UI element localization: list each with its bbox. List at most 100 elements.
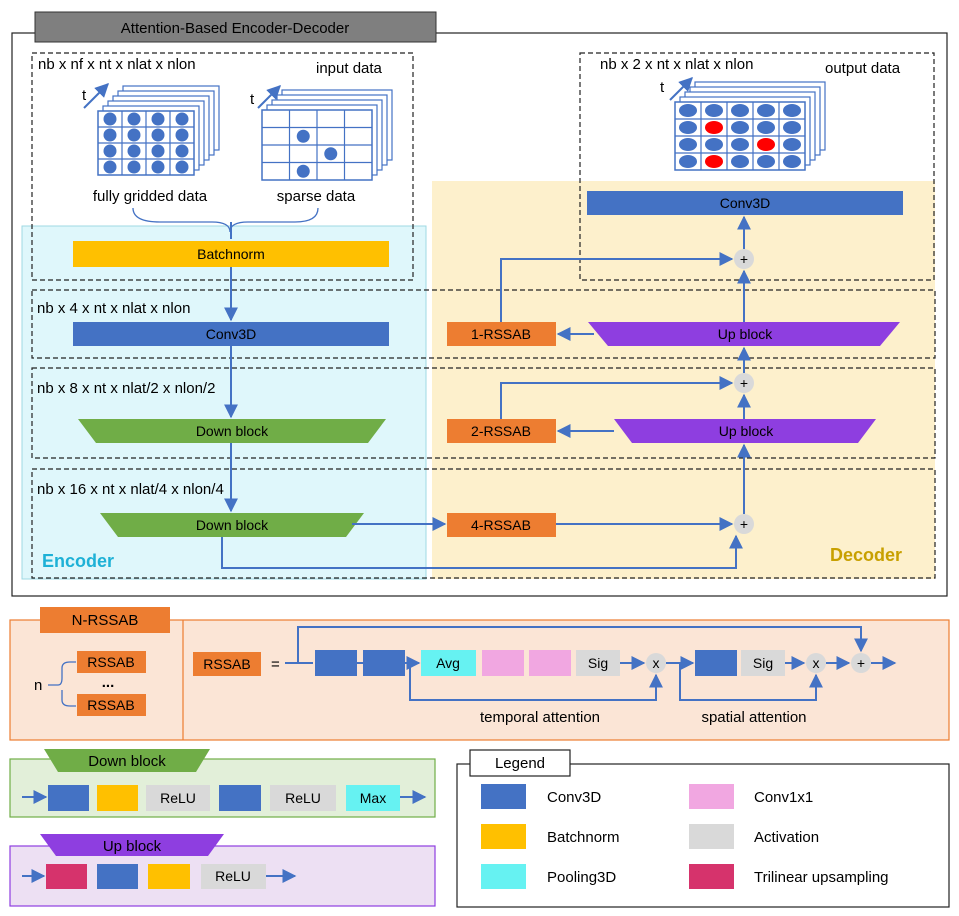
rssab-name: RSSAB <box>203 656 250 672</box>
nrssab-dots: ... <box>102 674 115 691</box>
grid-dot <box>127 144 141 158</box>
legend-label-3: Activation <box>754 829 819 846</box>
time-label-output: t <box>660 79 665 96</box>
grid-dot <box>103 160 117 174</box>
rssab-avg-label: Avg <box>436 655 460 671</box>
output-dot <box>731 155 749 168</box>
rssab-mult-2-label: x <box>813 655 820 671</box>
up-panel-relu-label: ReLU <box>215 868 251 884</box>
rssab-conv1x1-1 <box>482 650 524 676</box>
rssab2-block <box>447 419 556 443</box>
output-dot <box>731 138 749 151</box>
output-dot <box>757 121 775 134</box>
legend-label-0: Conv3D <box>547 789 601 806</box>
output-dot <box>679 155 697 168</box>
output-dot <box>731 104 749 117</box>
output-dot <box>783 155 801 168</box>
rssab4-label: 4-RSSAB <box>471 517 531 533</box>
legend-swatch-0 <box>481 784 526 809</box>
time-arrow-sparse <box>257 85 281 109</box>
grid-dot <box>175 144 189 158</box>
down-panel-batchnorm <box>97 785 138 811</box>
input-dims: nb x nf x nt x nlat x nlon <box>38 56 196 73</box>
decoder-label: Decoder <box>830 545 902 565</box>
down-block-2-label: Down block <box>196 517 269 533</box>
grid-dot <box>127 112 141 126</box>
encoder-label: Encoder <box>42 551 114 571</box>
plus-node-mid: + <box>734 373 754 393</box>
legend-label-4: Pooling3D <box>547 869 616 886</box>
up-panel-relu <box>201 864 266 889</box>
diagram-title: Attention-Based Encoder-Decoder <box>121 20 349 37</box>
down-block-2 <box>100 513 364 537</box>
output-data-box <box>579 52 935 281</box>
grid-dot <box>127 128 141 142</box>
encoder-conv3d-block <box>73 322 389 346</box>
time-arrow-output <box>669 77 693 101</box>
legend-swatch-4 <box>481 864 526 889</box>
rssab-avg-block <box>421 650 476 676</box>
output-red-dot <box>705 121 723 134</box>
plus-node-bottom: + <box>734 514 754 534</box>
down-panel-relu-1 <box>146 785 210 811</box>
rssab-plus <box>851 653 871 673</box>
rssab-mult-2 <box>806 653 826 673</box>
legend-swatch-3 <box>689 824 734 849</box>
down-panel-relu-2-label: ReLU <box>285 790 321 806</box>
output-red-dot <box>757 138 775 151</box>
output-dot <box>679 104 697 117</box>
grid-dot <box>103 128 117 142</box>
gridded-data-stack <box>97 85 220 176</box>
rssab-name-block <box>193 652 261 676</box>
output-label: output data <box>825 60 901 77</box>
nrssab-item-2 <box>77 694 146 716</box>
nrssab-title-block <box>40 607 170 633</box>
output-dot <box>757 104 775 117</box>
output-dot <box>679 138 697 151</box>
grid-dot <box>175 112 189 126</box>
gridded-label: fully gridded data <box>93 188 208 205</box>
sparse-dot <box>296 129 310 143</box>
up-block-panel-title: Up block <box>103 838 162 855</box>
legend-swatch-1 <box>689 784 734 809</box>
sparse-label: sparse data <box>277 188 356 205</box>
gridded-front-grid <box>97 110 195 176</box>
time-arrow-input <box>83 83 109 109</box>
grid-dot <box>151 144 165 158</box>
rssab-plus-label: + <box>857 655 865 671</box>
nrssab-brace <box>48 661 76 707</box>
down-panel-relu-1-label: ReLU <box>160 790 196 806</box>
down-panel-max-label: Max <box>360 790 386 806</box>
legend-label-5: Trilinear upsampling <box>754 869 889 886</box>
grid-dot <box>175 128 189 142</box>
down-panel-conv3d-2 <box>219 785 261 811</box>
output-dot <box>679 121 697 134</box>
level2-dims: nb x 8 x nt x nlat/2 x nlon/2 <box>37 380 215 397</box>
legend-swatch-2 <box>481 824 526 849</box>
grid-dot <box>103 144 117 158</box>
output-dot <box>705 138 723 151</box>
down-panel-relu-2 <box>270 785 336 811</box>
batchnorm-block <box>73 241 389 267</box>
up-block-2-label: Up block <box>719 423 774 439</box>
rssab-conv3d-1 <box>315 650 357 676</box>
sparse-front-grid <box>261 109 373 181</box>
output-dot <box>705 104 723 117</box>
grid-dot <box>151 112 165 126</box>
rssab1-block <box>447 322 556 346</box>
down-block-1-label: Down block <box>196 423 269 439</box>
time-label-sparse: t <box>250 91 255 108</box>
legend-swatch-5 <box>689 864 734 889</box>
down-panel-max <box>346 785 400 811</box>
grid-dot <box>103 112 117 126</box>
output-conv3d-label: Conv3D <box>720 195 771 211</box>
nrssab-item-1 <box>77 651 146 673</box>
up-block-1-label: Up block <box>718 326 773 342</box>
up-block-2 <box>614 419 876 443</box>
output-red-dot <box>705 155 723 168</box>
decoder-arrows <box>500 215 751 514</box>
rssab-sig2-label: Sig <box>753 655 773 671</box>
output-dot <box>731 121 749 134</box>
title-tab <box>34 11 437 43</box>
